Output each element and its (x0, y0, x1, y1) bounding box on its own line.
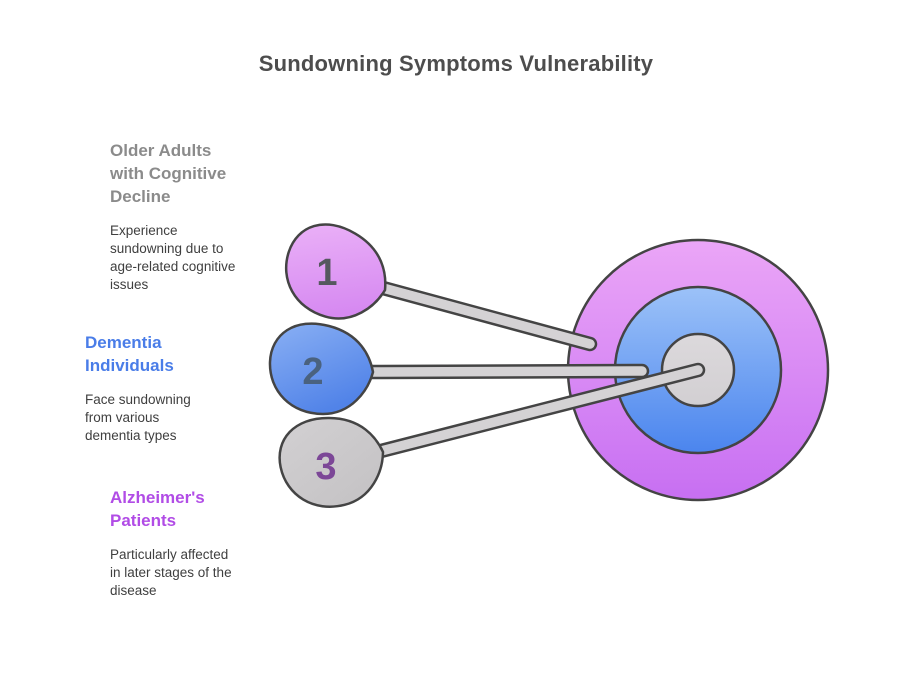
item-3-description-line: disease (110, 583, 157, 598)
page-title: Sundowning Symptoms Vulnerability (258, 51, 654, 76)
item-1-description-line: Experience (110, 223, 178, 238)
item-2-description-line: dementia types (85, 428, 177, 443)
item-2-description-line: Face sundowning (85, 392, 191, 407)
dart-2-stick (362, 363, 650, 380)
item-1-description-line: age-related cognitive (110, 259, 236, 274)
item-2-text-block: Dementia Individuals Face sundowning fro… (85, 331, 255, 445)
item-1-text-block: Older Adults with Cognitive Decline Expe… (110, 139, 280, 294)
item-2-heading-line: Dementia (85, 333, 162, 352)
item-3-description: Particularly affected in later stages of… (110, 546, 280, 600)
dart-2-number: 2 (302, 351, 323, 393)
item-2-heading-line: Individuals (85, 356, 174, 375)
dart-3-stick (373, 362, 706, 459)
item-1-description: Experience sundowning due to age-related… (110, 222, 280, 294)
item-3-description-line: Particularly affected (110, 547, 229, 562)
item-2-description-line: from various (85, 410, 160, 425)
item-3-text-block: Alzheimer's Patients Particularly affect… (110, 486, 280, 600)
item-3-heading-line: Patients (110, 511, 177, 530)
item-1-heading-line: Older Adults (110, 141, 212, 160)
item-1-description-line: sundowning due to (110, 241, 224, 256)
item-3-heading: Alzheimer's Patients (110, 486, 280, 532)
dart-1-stick (375, 280, 598, 352)
dart-1-number: 1 (316, 252, 337, 294)
item-1-heading: Older Adults with Cognitive Decline (110, 139, 280, 208)
item-3-heading-line: Alzheimer's (110, 488, 205, 507)
item-2-heading: Dementia Individuals (85, 331, 255, 377)
item-2-description: Face sundowning from various dementia ty… (85, 391, 255, 445)
item-1-description-line: issues (110, 277, 149, 292)
item-1-heading-line: with Cognitive (110, 164, 227, 183)
item-3-description-line: in later stages of the (110, 565, 232, 580)
dart-3-number: 3 (315, 446, 336, 488)
item-1-heading-line: Decline (110, 187, 171, 206)
